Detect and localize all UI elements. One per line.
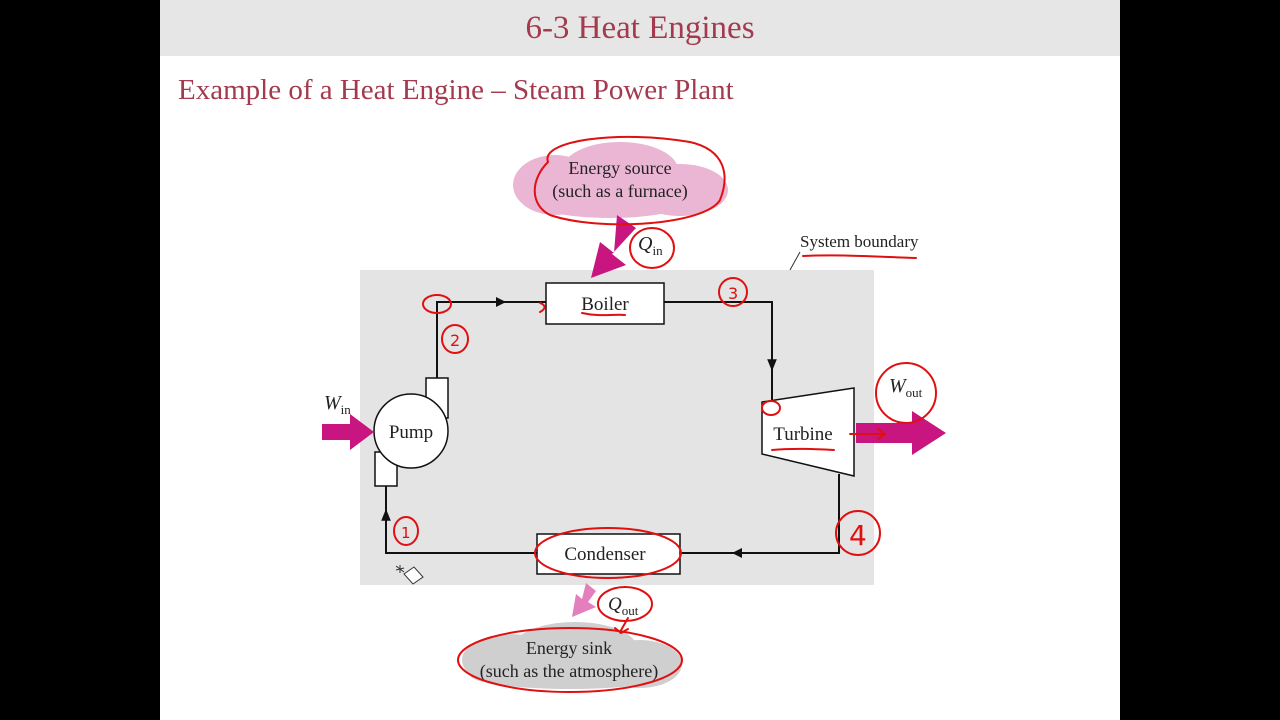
state-turbine-inlet-circle [761,400,781,416]
red-annotations [393,135,937,693]
boiler-inlet-tick [539,302,546,313]
boiler-underline [581,312,626,317]
energy-source-cloud [513,142,728,218]
state-number-4: 4 [849,519,867,552]
q-in-label: Qin [638,233,663,258]
energy-source-line1: Energy source [568,158,671,178]
state-number-2: 2 [450,331,460,350]
cycle-piping [381,301,840,554]
condenser-box [536,533,681,575]
state-numbers: 1 2 3 4 [401,284,867,552]
turbine-shape [761,387,855,477]
energy-source-line2: (such as a furnace) [552,181,687,202]
energy-sink-circle [457,627,683,693]
q-out-label: Qout [608,594,639,618]
w-out-label: Wout [889,375,923,400]
energy-sink-line1: Energy sink [526,638,612,658]
state-number-3: 3 [728,284,738,303]
state-1-circle [393,516,419,546]
boiler-label: Boiler [581,294,629,315]
system-boundary-leader [789,251,801,271]
q-out-tick [614,617,629,635]
q-in-circle [629,227,675,269]
energy-sink-line2: (such as the atmosphere) [480,661,658,682]
turbine-underline [771,447,835,451]
eraser-cursor-icon [395,565,424,585]
state-4-circle [835,510,881,556]
flow-arrow-2-boiler [496,297,506,307]
pump-label: Pump [389,422,433,443]
pump-body [373,393,449,469]
boiler-box [545,282,665,325]
w-in-label: Win [324,392,351,417]
energy-source-circle [533,135,726,226]
w-out-circle [875,362,937,424]
state-2-top-circle [422,294,452,314]
w-out-arrow [856,411,946,455]
system-boundary-underline [802,254,917,259]
q-in-arrow [591,215,636,278]
flow-arrow-4-condenser [732,548,742,558]
condenser-circle [534,527,682,579]
state-2-circle [441,324,469,354]
title-bar [160,0,1120,56]
slide: 6-3 Heat Engines Example of a Heat Engin… [160,0,1120,720]
energy-sink-cloud [462,622,682,689]
system-boundary-label: System boundary [800,232,919,251]
condenser-label: Condenser [564,544,646,565]
q-out-arrow [572,583,596,617]
state-3-circle [718,277,748,307]
slide-title: 6-3 Heat Engines [525,10,755,46]
steam-power-plant-diagram: System boundary Energy source (such as a… [322,135,946,693]
turbine-label: Turbine [773,424,832,445]
state-number-1: 1 [401,524,411,542]
q-out-circle [597,586,653,622]
w-in-arrow [322,414,374,450]
slide-subtitle: Example of a Heat Engine – Steam Power P… [178,74,734,106]
turbine-exit-arrow [849,428,887,440]
